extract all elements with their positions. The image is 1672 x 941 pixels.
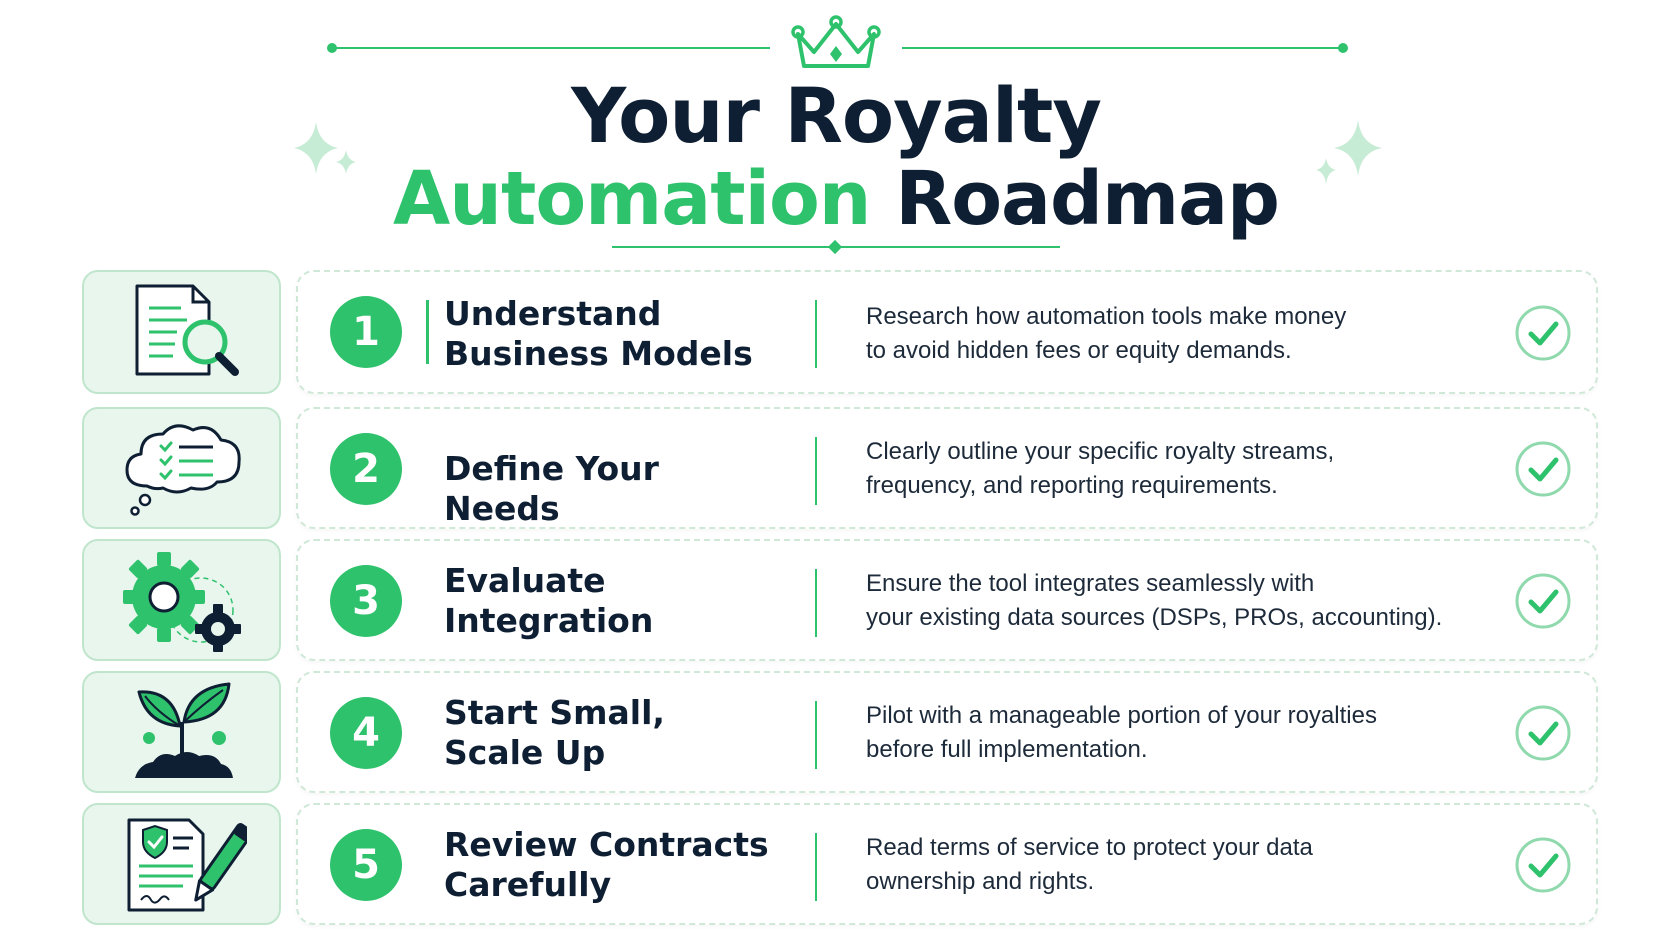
sparkle-icon (1316, 120, 1382, 184)
step-divider (815, 300, 817, 368)
contract-pen-icon (127, 818, 247, 912)
header-rule-dot-left (327, 43, 337, 53)
page-title-accent: Automation (393, 156, 871, 242)
check-circle-icon (1515, 837, 1571, 893)
step-description-line2: before full implementation. (866, 736, 1148, 763)
step-icon-box (82, 407, 281, 529)
step-number-badge: 1 (330, 296, 402, 368)
step-title: Review Contracts Carefully (444, 825, 774, 905)
page-title-line2: Automation Roadmap (0, 155, 1672, 243)
step-number-badge: 2 (330, 433, 402, 505)
header-rule-dot-right (1338, 43, 1348, 53)
check-circle-icon (1515, 573, 1571, 629)
step-title-line1: Understand (444, 294, 662, 333)
step-title-line1: Evaluate (444, 561, 606, 600)
step-card: 2 Define Your Needs Clearly outline your… (296, 407, 1598, 529)
check-circle-icon (1515, 441, 1571, 497)
step-divider (815, 833, 817, 901)
step-title-line1: Start Small, (444, 693, 665, 732)
check-circle-icon (1515, 705, 1571, 761)
title-accent-bar (426, 300, 429, 364)
step-description-line1: Clearly outline your specific royalty st… (866, 438, 1335, 465)
step-number-badge: 4 (330, 697, 402, 769)
step-divider (815, 437, 817, 505)
step-title-line2: Integration (444, 601, 654, 640)
step-description-line1: Read terms of service to protect your da… (866, 834, 1313, 861)
thought-cloud-checklist-icon (125, 424, 241, 516)
step-icon-box (82, 803, 281, 925)
step-title: Define Your Needs (444, 449, 774, 529)
step-card: 3 Evaluate Integration Ensure the tool i… (296, 539, 1598, 661)
step-description: Ensure the tool integrates seamlessly wi… (866, 567, 1506, 635)
crown-icon (791, 15, 881, 68)
check-circle-icon (1515, 305, 1571, 361)
step-title: Understand Business Models (444, 294, 774, 374)
step-title: Start Small, Scale Up (444, 693, 774, 773)
sparkle-icon (294, 122, 356, 174)
header-rule-left (332, 47, 770, 49)
step-divider (815, 569, 817, 637)
page-title-line1: Your Royalty (571, 71, 1102, 160)
step-description-line2: your existing data sources (DSPs, PROs, … (866, 604, 1443, 631)
header-rule-right (902, 47, 1342, 49)
header: Your Royalty Automation Roadmap (0, 0, 1672, 270)
step-title: Evaluate Integration (444, 561, 774, 641)
step-description-line2: ownership and rights. (866, 868, 1095, 895)
step-description: Read terms of service to protect your da… (866, 831, 1506, 899)
step-icon-box (82, 539, 281, 661)
step-number-badge: 3 (330, 565, 402, 637)
document-magnifier-icon (135, 284, 239, 376)
step-description-line1: Research how automation tools make money (866, 303, 1347, 330)
step-icon-box (82, 270, 281, 394)
step-description-line2: to avoid hidden fees or equity demands. (866, 337, 1292, 364)
step-title-line2: Carefully (444, 865, 612, 904)
step-card: 1 Understand Business Models Research ho… (296, 270, 1598, 394)
step-title-line2: Business Models (444, 334, 753, 373)
step-description-line1: Pilot with a manageable portion of your … (866, 702, 1377, 729)
page-title-rest: Roadmap (895, 156, 1280, 242)
step-card: 4 Start Small, Scale Up Pilot with a man… (296, 671, 1598, 793)
step-description: Pilot with a manageable portion of your … (866, 699, 1506, 767)
step-card: 5 Review Contracts Carefully Read terms … (296, 803, 1598, 925)
step-description: Research how automation tools make money… (866, 300, 1506, 368)
step-description-line1: Ensure the tool integrates seamlessly wi… (866, 570, 1315, 597)
step-title-line2: Scale Up (444, 733, 606, 772)
step-title-line1: Review Contracts (444, 825, 769, 864)
step-title-line1: Define Your Needs (444, 449, 659, 528)
step-description: Clearly outline your specific royalty st… (866, 435, 1506, 503)
gears-icon (122, 552, 241, 652)
step-description-line2: frequency, and reporting requirements. (866, 472, 1278, 499)
step-divider (815, 701, 817, 769)
step-icon-box (82, 671, 281, 793)
step-number-badge: 5 (330, 829, 402, 901)
sprout-icon (134, 682, 233, 778)
